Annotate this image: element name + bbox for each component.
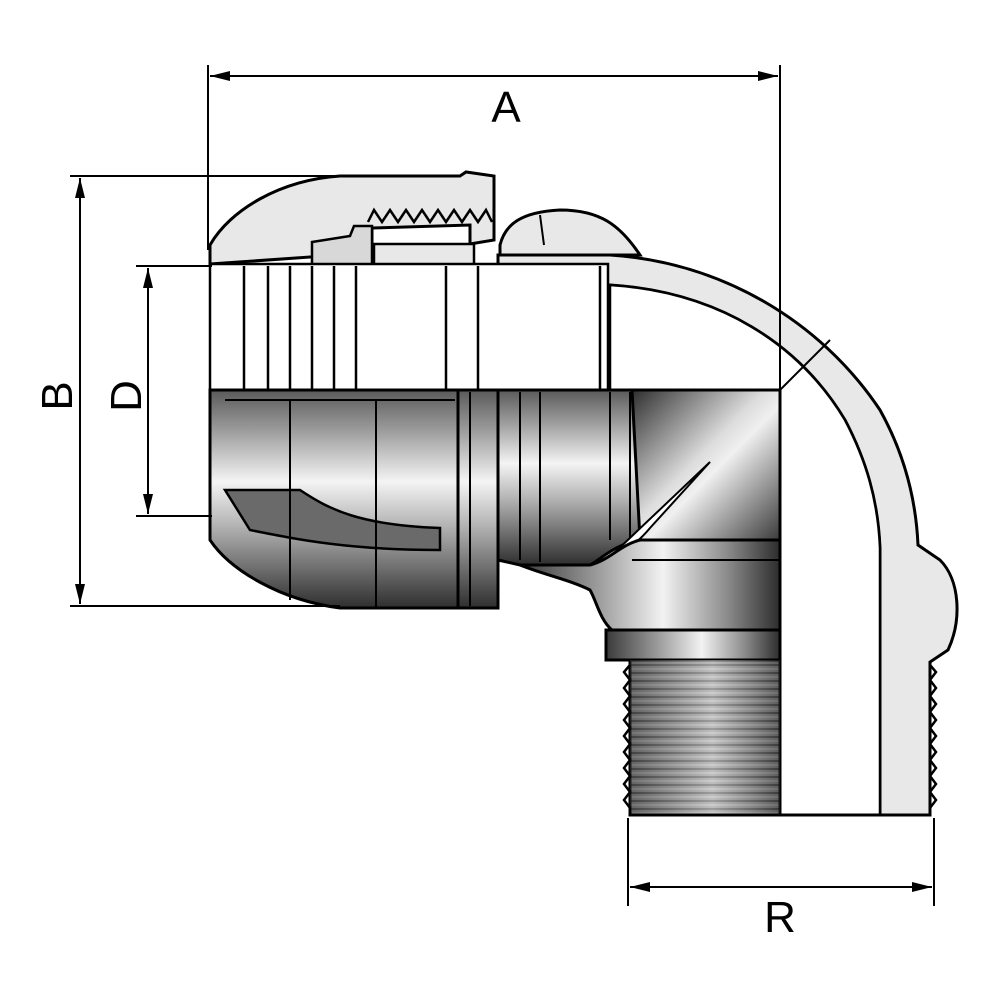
elbow-bore — [608, 283, 882, 817]
flange — [604, 628, 782, 662]
collar — [456, 388, 500, 610]
elbow-rib — [498, 208, 643, 257]
elbow-transition — [519, 538, 782, 632]
seat-ring — [372, 242, 476, 268]
dimension-lines — [70, 65, 935, 906]
grip-ring-teeth — [242, 266, 602, 390]
male-thread-shading — [630, 660, 780, 815]
thread-profile-right — [928, 664, 938, 815]
pipe-upper-half — [208, 262, 610, 392]
bore-bend-line — [779, 339, 831, 391]
cap-nut-exterior — [208, 388, 460, 610]
fitting-section-view — [208, 170, 959, 817]
dim-b-label: B — [33, 381, 82, 410]
rib-line — [539, 214, 545, 246]
fitting-exterior-view — [208, 388, 938, 817]
dim-r-label: R — [764, 893, 796, 942]
dim-d-label: D — [102, 380, 151, 412]
thread-profile-left — [622, 664, 632, 815]
dim-a-label: A — [491, 83, 521, 132]
cap-nut-threads — [366, 207, 494, 225]
